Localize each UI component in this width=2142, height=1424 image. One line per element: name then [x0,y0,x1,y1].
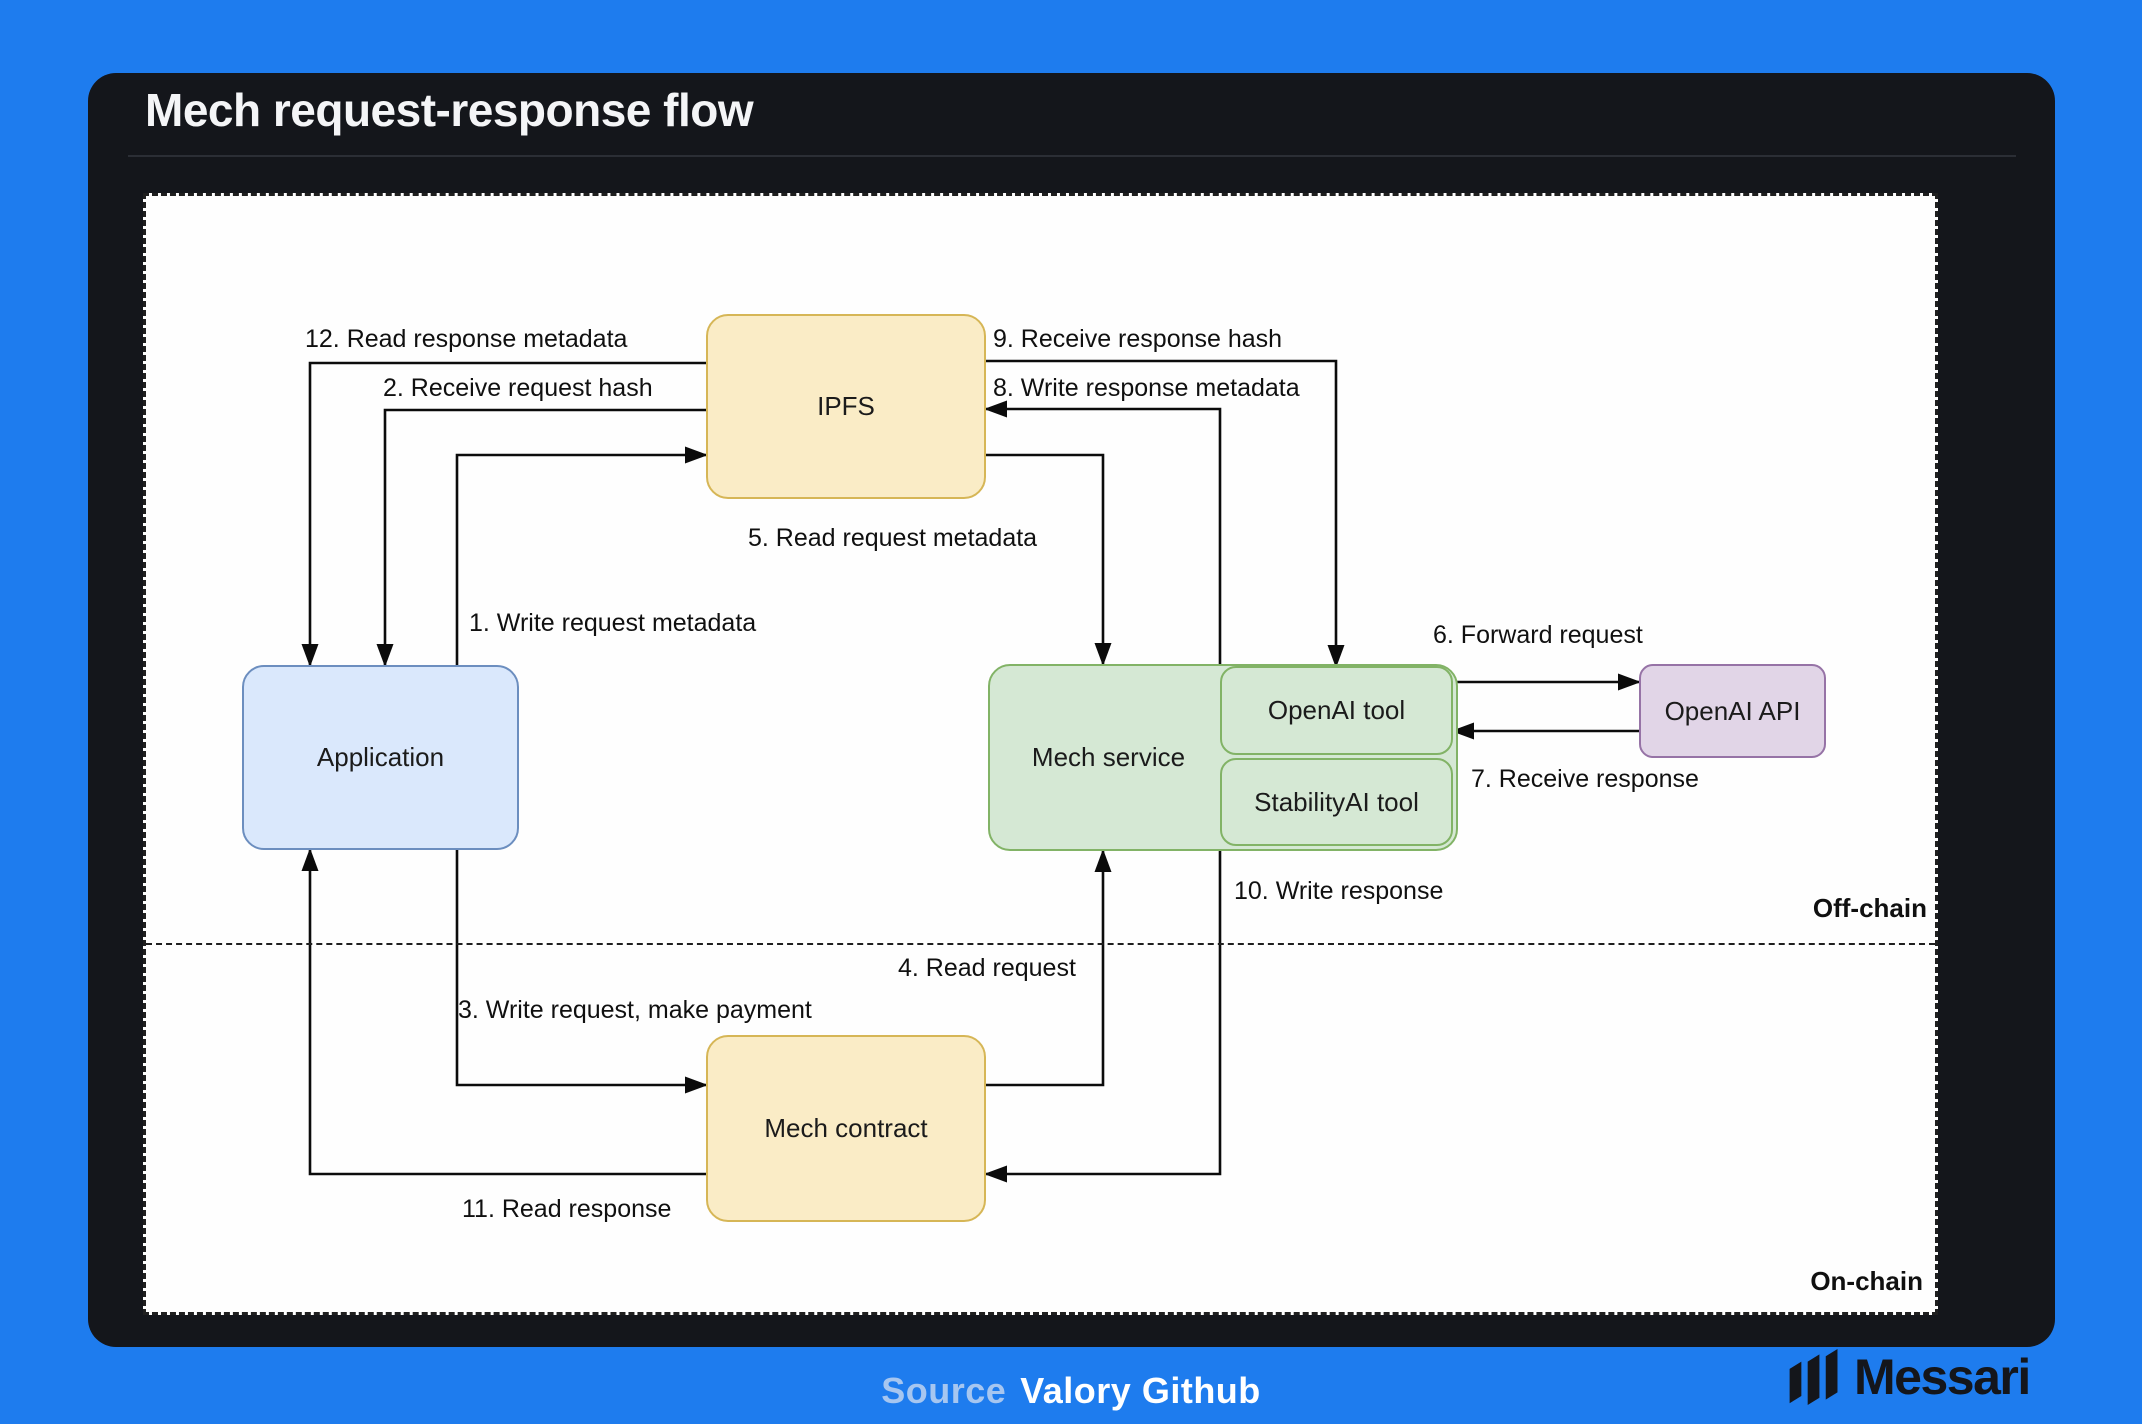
title-divider [128,155,2016,157]
flow-edge-10 [984,851,1222,1183]
flow-edge-8 [984,400,1222,666]
label-step-4: 4. Read request [898,954,1076,982]
node-label-ipfs: IPFS [817,391,875,421]
diagram-panel: Mech request-response flow IPFS Applicati… [88,73,2055,1347]
node-openai-tool: OpenAI tool [1220,666,1453,755]
node-label-mech-contract: Mech contract [764,1113,928,1143]
label-step-6: 6. Forward request [1433,621,1643,649]
flow-edge-5 [986,453,1112,666]
label-step-2: 2. Receive request hash [383,374,653,402]
node-label-openai-api: OpenAI API [1664,695,1801,726]
label-step-3: 3. Write request, make payment [458,996,812,1024]
messari-brand: Messari [1786,1348,2031,1406]
label-step-12: 12. Read response metadata [305,325,628,353]
label-step-10: 10. Write response [1234,877,1444,905]
chain-divider [146,943,1935,945]
node-label-application: Application [316,742,445,772]
label-step-9: 9. Receive response hash [993,325,1283,353]
node-label-stabilityai-tool: StabilityAI tool [1254,786,1419,817]
flow-edge-3 [455,850,708,1094]
label-step-7: 7. Receive response [1471,765,1699,793]
flow-edge-4 [986,849,1112,1087]
node-label-openai-tool: OpenAI tool [1267,695,1406,725]
node-stabilityai-tool: StabilityAI tool [1220,758,1453,846]
flow-edge-11 [301,848,706,1176]
flow-edge-9 [986,359,1345,668]
node-openai-api: OpenAI API [1639,664,1826,758]
page-title: Mech request-response flow [145,84,754,136]
label-region-onchain: On-chain [1810,1266,1923,1296]
flow-edge-2 [376,408,706,667]
label-step-5: 5. Read request metadata [748,524,1038,552]
label-region-offchain: Off-chain [1812,893,1927,923]
messari-logo-icon [1789,1349,1838,1405]
source-name: Valory Github [1020,1370,1261,1411]
flow-arrows [301,359,1641,1183]
node-ipfs: IPFS [706,314,986,499]
label-step-8: 8. Write response metadata [993,374,1300,402]
source-caption: Source Valory Github [0,1370,2142,1412]
node-label-mech-service: Mech service [1031,742,1186,772]
flow-edge-1 [455,446,708,665]
node-mech-contract: Mech contract [706,1035,986,1222]
label-step-11: 11. Read response [462,1195,672,1223]
source-prefix: Source [881,1370,1007,1411]
label-step-1: 1. Write request metadata [469,609,757,637]
messari-wordmark: Messari [1854,1349,2031,1405]
node-application: Application [242,665,519,850]
flow-edge-12 [301,361,706,667]
